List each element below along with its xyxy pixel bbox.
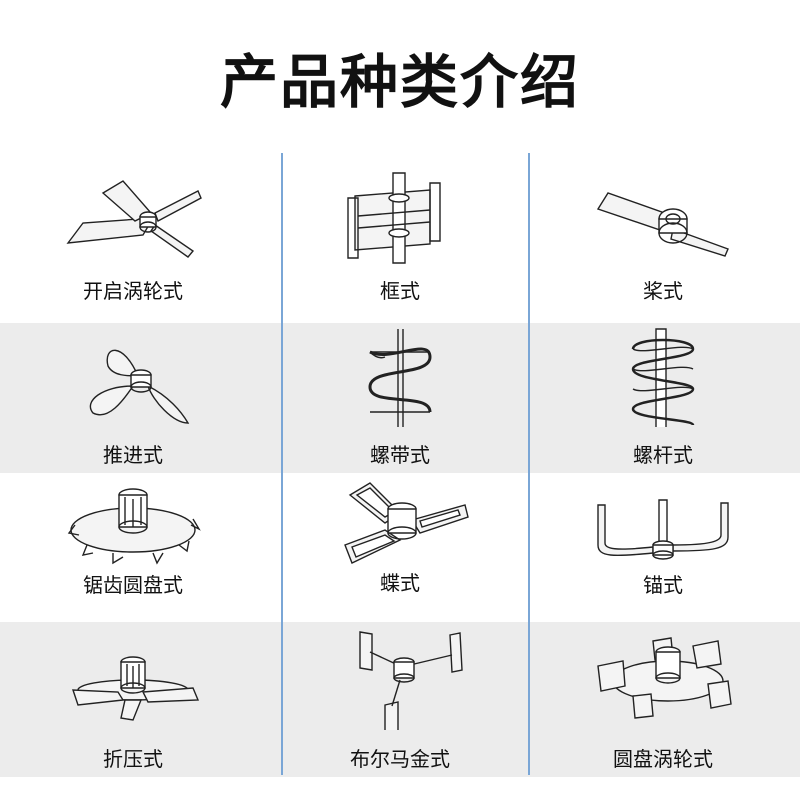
product-label: 蝶式 [380,571,420,595]
product-item-screw: 螺杆式 [530,323,796,473]
product-item-paddle: 桨式 [530,153,796,323]
paddle-impeller-icon [593,171,733,271]
pitched-blade-impeller-icon [63,630,203,730]
product-label: 圆盘涡轮式 [613,747,713,771]
frame-impeller-icon [330,168,470,268]
disc-turbine-impeller-icon [593,626,733,726]
page-title: 产品种类介绍 [219,48,580,116]
product-item-open-turbine: 开启涡轮式 [0,153,266,323]
product-label: 螺带式 [370,443,430,467]
anchor-impeller-icon [593,475,733,575]
product-label: 布尔马金式 [350,747,450,771]
product-item-pitched-blade: 折压式 [0,622,266,777]
product-item-helical-ribbon: 螺带式 [267,323,533,473]
product-label: 推进式 [103,443,163,467]
product-item-brumagin: 布尔马金式 [267,622,533,777]
product-item-sawtooth-disc: 锯齿圆盘式 [0,473,266,622]
propeller-impeller-icon [63,331,203,431]
helical-ribbon-impeller-icon [330,327,470,427]
product-label: 锚式 [643,573,683,597]
product-item-anchor: 锚式 [530,473,796,622]
butterfly-impeller-icon [330,475,470,575]
product-label: 开启涡轮式 [83,279,183,303]
screw-impeller-icon [593,327,733,427]
product-item-disc-turbine: 圆盘涡轮式 [530,622,796,777]
product-label: 框式 [380,279,420,303]
product-item-frame: 框式 [267,153,533,323]
product-label: 螺杆式 [633,443,693,467]
product-label: 折压式 [103,747,163,771]
open-turbine-impeller-icon [63,173,203,273]
product-label: 锯齿圆盘式 [83,573,183,597]
product-item-butterfly: 蝶式 [267,473,533,622]
brumagin-impeller-icon [330,630,470,730]
sawtooth-disc-impeller-icon [63,475,203,575]
product-item-propeller: 推进式 [0,323,266,473]
column-divider-1 [281,153,283,775]
product-label: 桨式 [643,279,683,303]
column-divider-2 [528,153,530,775]
